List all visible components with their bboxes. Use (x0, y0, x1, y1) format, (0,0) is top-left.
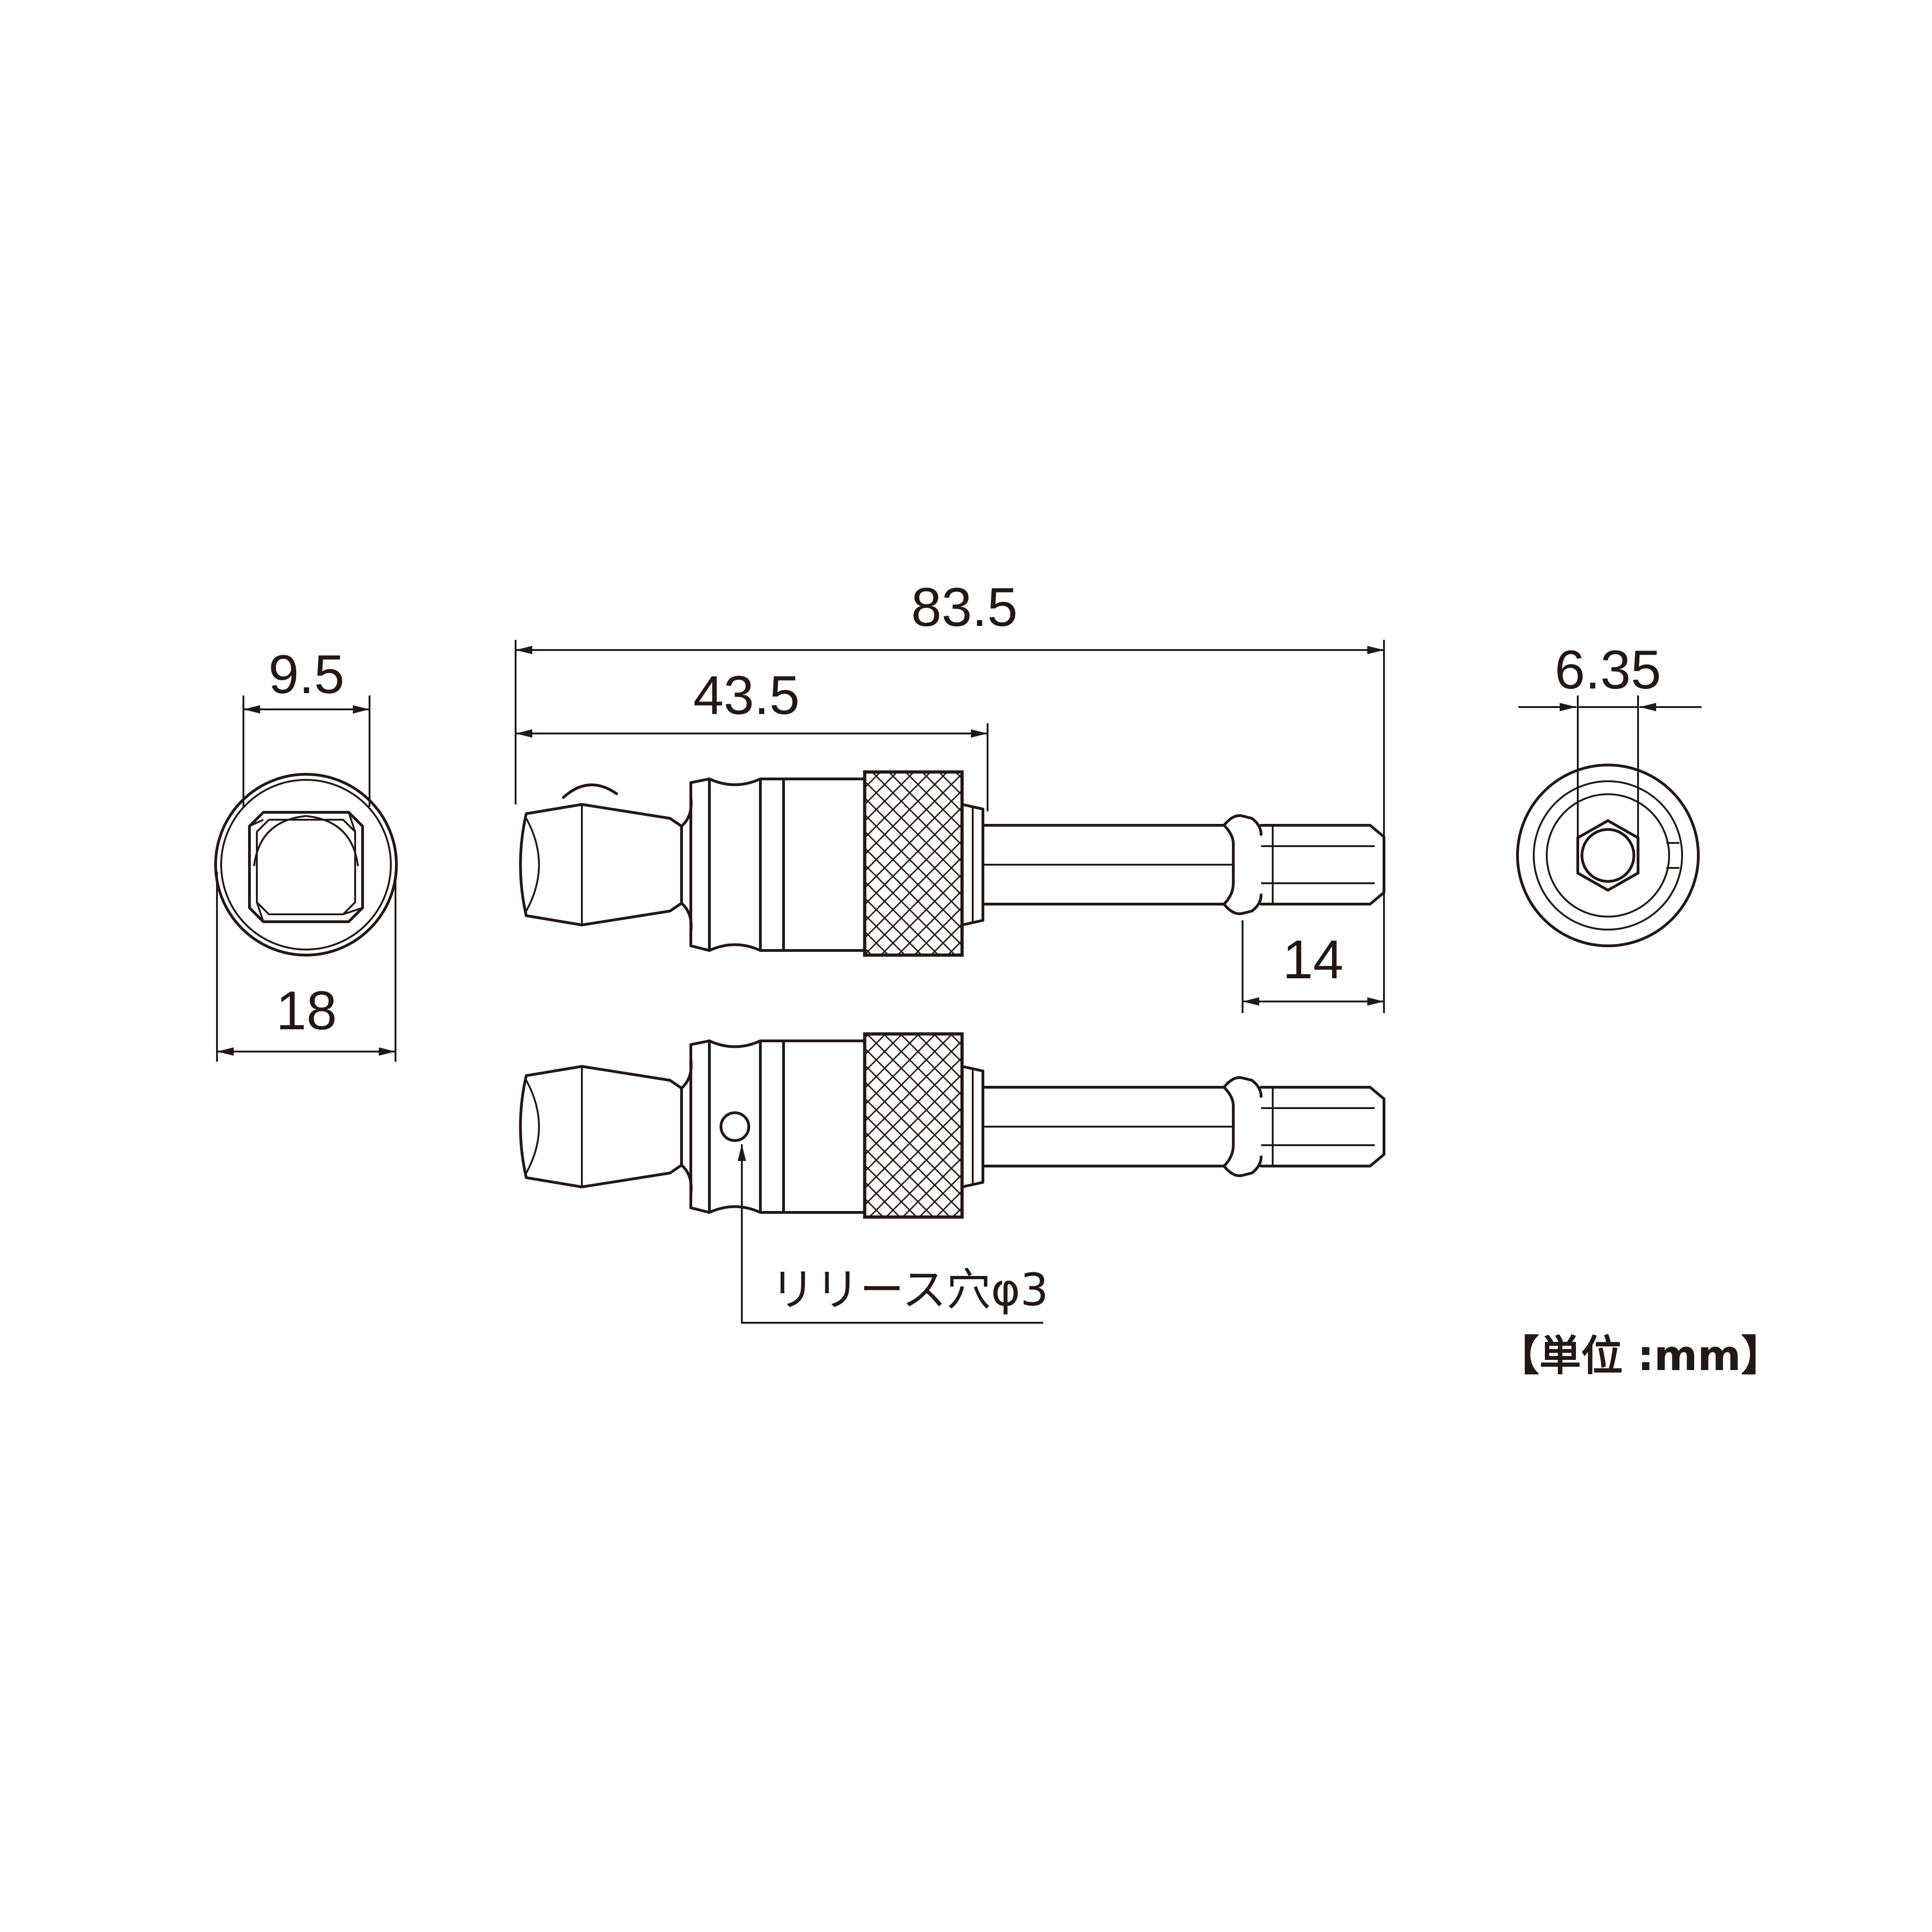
hex-length-label: 14 (1282, 929, 1343, 990)
square-drive-end-view (214, 773, 398, 956)
release-hole (720, 1111, 750, 1142)
dimension-outer-diameter: 18 (216, 872, 396, 1062)
dimension-hex-length: 14 (1242, 920, 1384, 1013)
dimension-hex-shank: 6.35 (1518, 639, 1702, 839)
socket-length-label: 43.5 (693, 665, 800, 726)
overall-length-label: 83.5 (911, 577, 1018, 638)
dimension-square-drive: 9.5 (242, 644, 370, 807)
knurled-sleeve (863, 770, 964, 957)
unit-label: 【単位 :mm】 (1498, 1332, 1783, 1380)
square-drive-label: 9.5 (268, 644, 344, 705)
release-hole-label: リリース穴φ3 (771, 1264, 1049, 1316)
hex-shank-end-view (1516, 764, 1700, 947)
side-view-top (519, 770, 1385, 957)
side-view-bottom (519, 1032, 1385, 1219)
hex-shank-label: 6.35 (1555, 639, 1661, 701)
knurled-sleeve (863, 1032, 964, 1219)
dimension-socket-length: 43.5 (516, 665, 988, 811)
outer-diameter-label: 18 (276, 980, 337, 1041)
dimension-overall-length: 83.5 (515, 577, 1385, 1013)
release-hole-callout: リリース穴φ3 (738, 1144, 1049, 1324)
